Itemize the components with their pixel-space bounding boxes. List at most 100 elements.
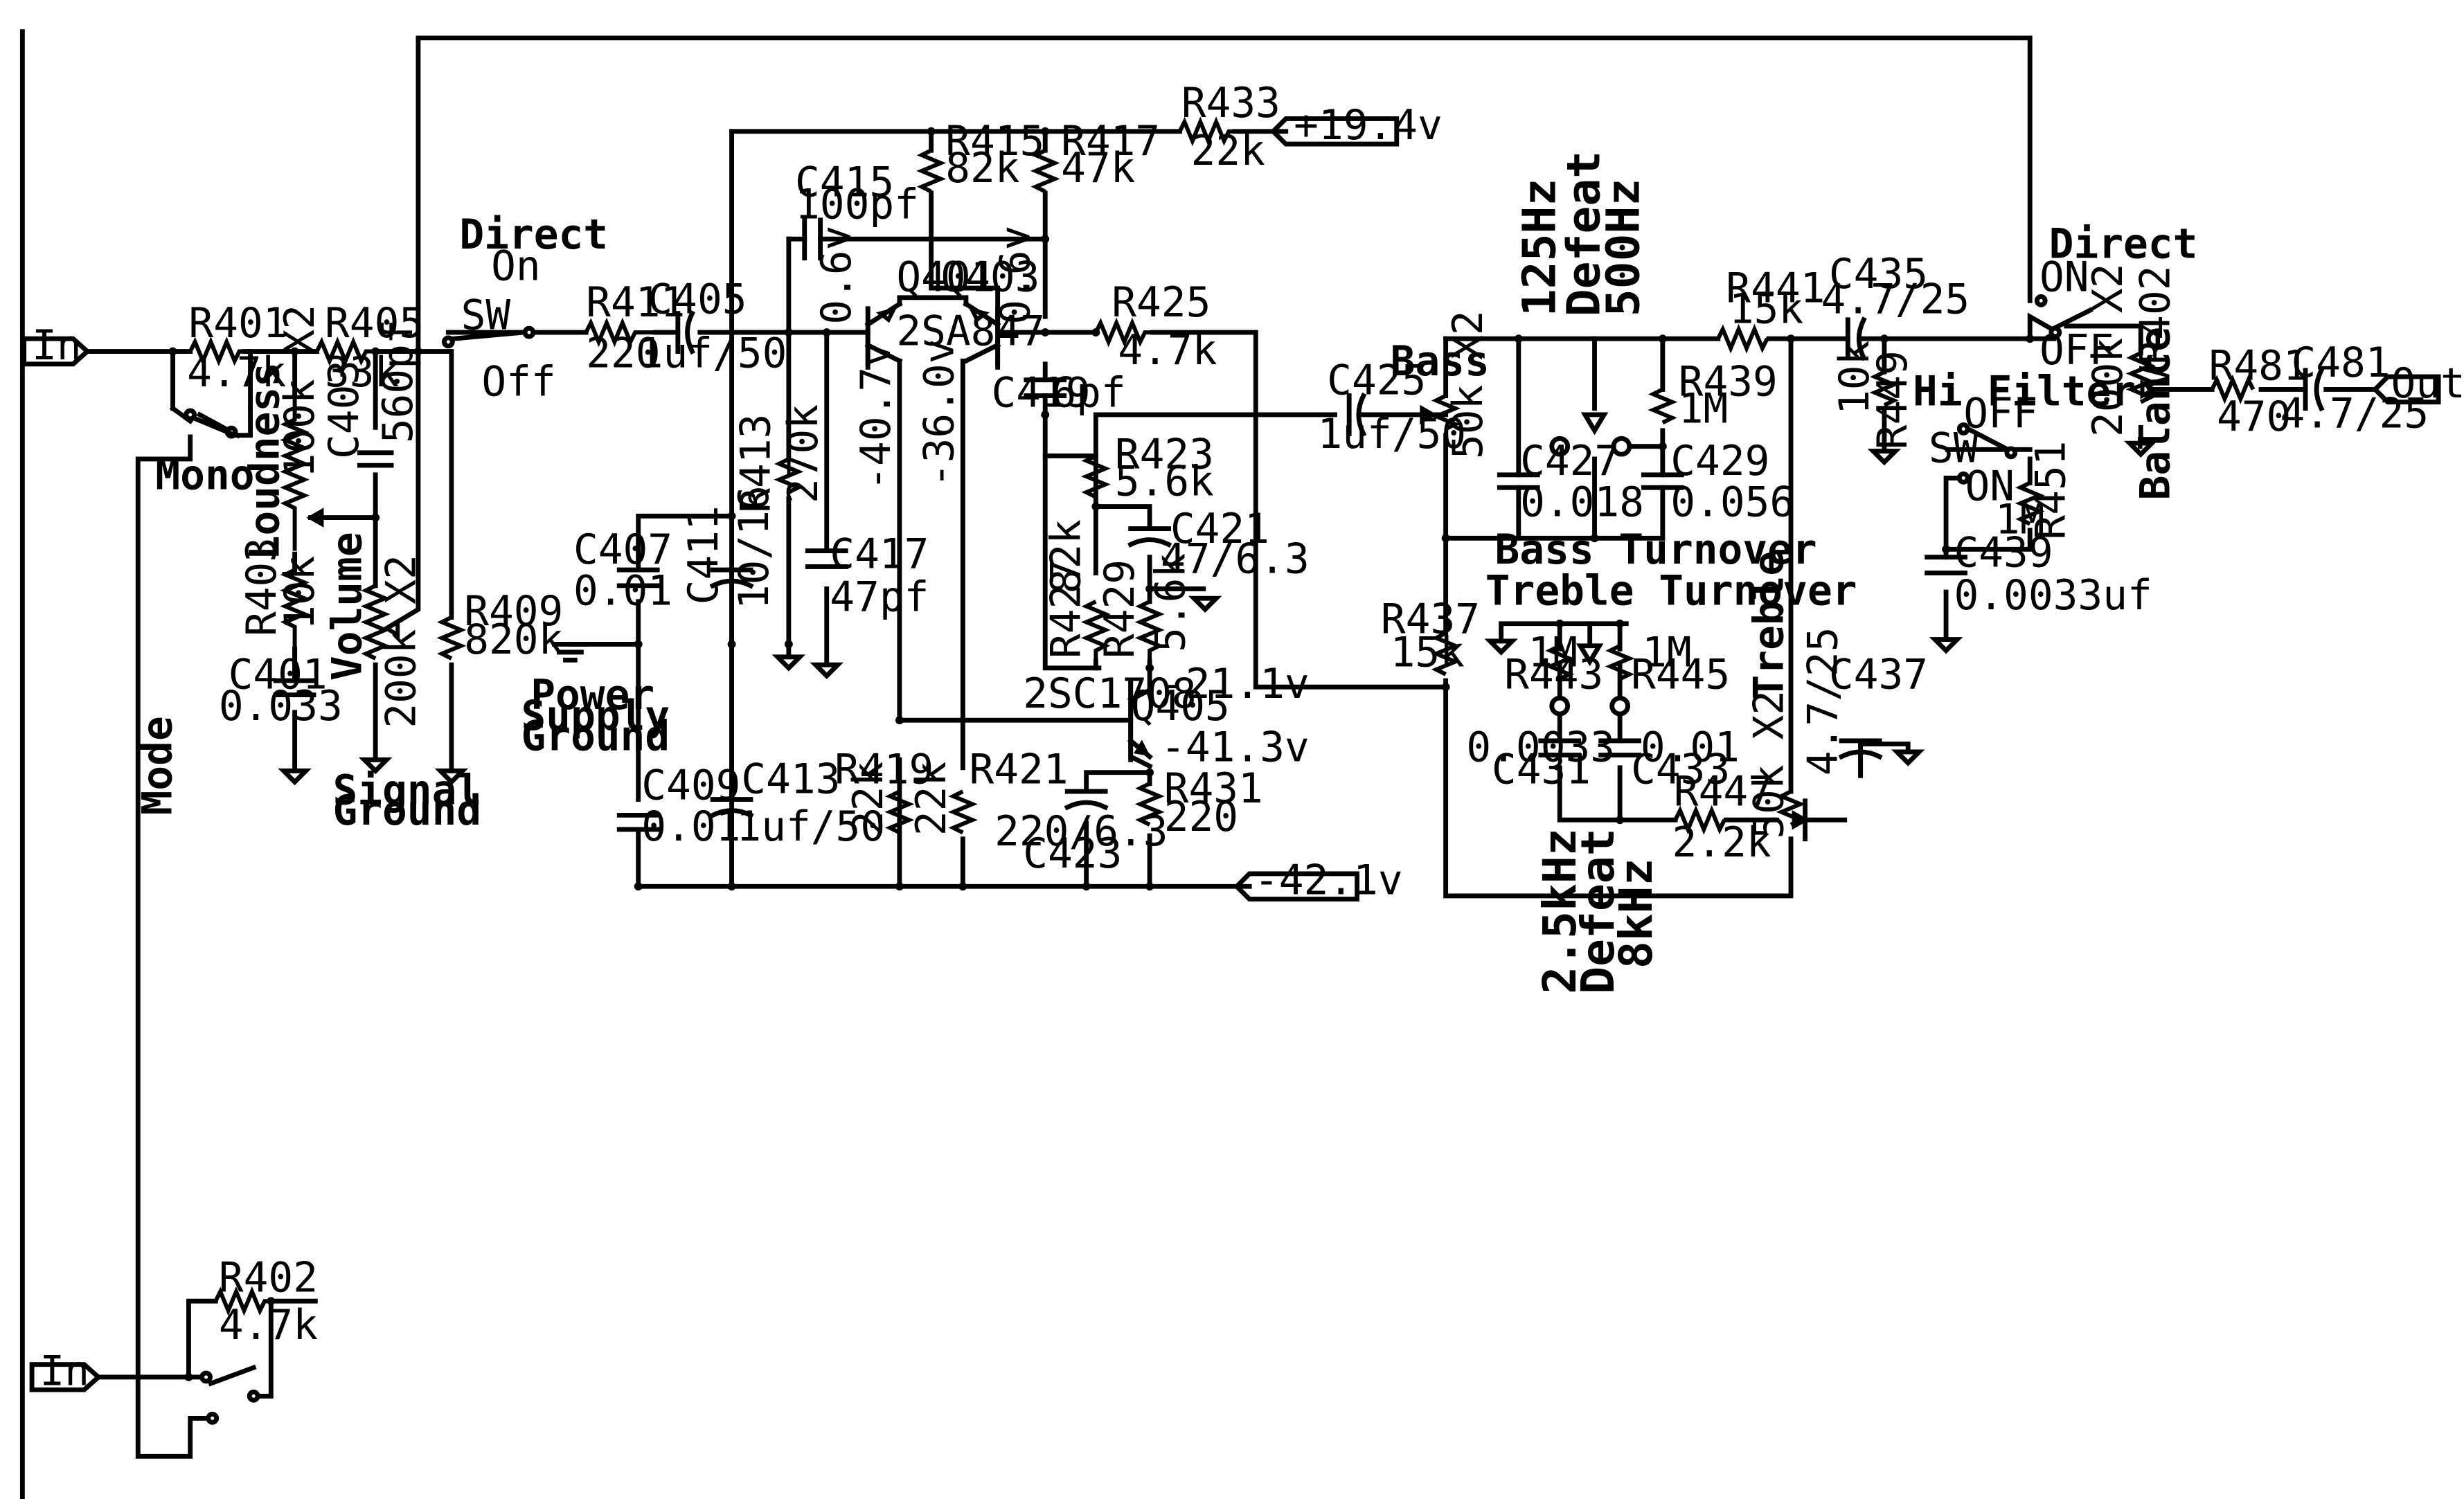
direct-switch-lever (450, 330, 526, 341)
r429-ref: R429 (1096, 559, 1144, 658)
r419-ref: R419 (834, 746, 934, 794)
voltage-q403-col: -36.0v (916, 339, 964, 487)
r437-val: 15k (1391, 629, 1465, 676)
port-vpos (1269, 116, 1400, 147)
c481-val: 4.7/25 (2280, 390, 2429, 438)
direct-left-off: Off (481, 359, 555, 406)
hi-filter-label: Hi Filter (1913, 368, 2136, 415)
r449-val: 10k (1831, 341, 1879, 415)
psu-ground-3: Ground (521, 713, 670, 761)
pot-loudness (280, 395, 310, 551)
resistor-r401 (188, 336, 244, 366)
c405-val: 1uf/50 (639, 330, 787, 377)
c405-ref: C405 (648, 276, 747, 324)
r409-ref: R409 (464, 588, 563, 636)
r443-ref: R443 (1504, 651, 1603, 699)
c403-val: 560pf (375, 319, 422, 443)
r439-val: 1M (1679, 385, 1729, 433)
bass-sw-125hz: 125Hz (1512, 179, 1566, 317)
c425-ref: C425 (1327, 357, 1426, 404)
r449-ref: R449 (1869, 350, 1917, 449)
direct-right-on: ON (2039, 254, 2089, 302)
c421-val: 47/6.3 (1161, 536, 1310, 584)
port-shapes (21, 116, 2441, 1392)
port-in-a-label: In (32, 322, 82, 370)
c427-val: 0.018 (1520, 478, 1644, 526)
resistor-r427 (1080, 600, 1111, 662)
c435-ref: C435 (1829, 251, 1928, 298)
hifilter-lever (1965, 425, 2011, 453)
resistor-r417 (1030, 148, 1060, 194)
r423-ref: R423 (1115, 431, 1214, 479)
resistor-r409 (436, 615, 467, 661)
pot-loudness-val: 100k X2 (276, 305, 324, 478)
r401-val: 4.7k (187, 349, 286, 397)
resistor-r437 (1431, 631, 1461, 676)
c431-ref: C431 (1492, 746, 1591, 794)
q401-label: Q401 (896, 254, 995, 302)
treble-label: Treble (1746, 551, 1794, 700)
q403-label: Q403 (940, 254, 1039, 302)
r451-ref: R451 (2028, 440, 2075, 539)
voltage-q401-col: -40.7v (852, 342, 900, 491)
r445-val: 1M (1642, 629, 1692, 676)
resistor-r481 (2210, 374, 2256, 404)
r409-val: 820k (464, 616, 563, 664)
c411-val: 10/16 (731, 485, 778, 609)
r437-ref: R437 (1381, 595, 1480, 643)
r413-val: 270k (780, 404, 828, 503)
bass-sw-500hz: 500Hz (1596, 179, 1650, 317)
treble-defeat-switch (1575, 643, 1604, 667)
pot-bass (1431, 393, 1461, 431)
resistor-r429 (1134, 600, 1165, 662)
r441-ref: R441 (1726, 265, 1825, 313)
c407-val: 0.01 (573, 567, 672, 615)
r427-ref: R427 (1043, 559, 1091, 658)
c433-val: 0.01 (1641, 724, 1740, 772)
voltage-q405-base: -21.1v (1161, 661, 1310, 708)
q405-label: Q405 (1131, 683, 1230, 730)
port-vneg (1233, 871, 1360, 901)
r415-val: 82k (945, 145, 1019, 192)
port-in-b (29, 1362, 102, 1392)
direct-left-sw: SW (461, 292, 511, 340)
r415-ref: R415 (945, 118, 1044, 165)
resistor-symbols (188, 116, 2256, 1316)
resistor-r413 (774, 457, 804, 494)
resistor-r433 (1177, 116, 1234, 147)
r413-ref: R413 (732, 414, 780, 513)
r481-ref: R481 (2209, 343, 2308, 391)
resistor-r451 (2015, 481, 2045, 526)
resistor-r421 (947, 789, 978, 835)
c427-ref: C427 (1520, 438, 1619, 485)
c409-ref: C409 (641, 762, 740, 810)
resistor-r447 (1673, 805, 1726, 835)
r403-ref: R403 (238, 537, 286, 636)
pot-bass-val: 50k X2 (1445, 310, 1492, 459)
c481-ref: C481 (2291, 339, 2390, 387)
r443-val: 1M (1528, 629, 1578, 676)
hi-filter-sw: SW (1929, 425, 1979, 473)
c419-val: 6pf (1051, 370, 1125, 418)
resistor-r402 (213, 1286, 276, 1316)
mono-label: Mono (155, 451, 254, 499)
c401-val: 0.033 (219, 683, 343, 730)
direct-right-lever (2048, 307, 2093, 333)
resistor-r443 (1544, 644, 1575, 681)
r423-val: 5.6k (1115, 458, 1214, 506)
port-vpos-label: +19.4v (1294, 102, 1443, 150)
switch-contacts (184, 294, 2062, 1425)
direct-right-label: Direct (2049, 221, 2198, 269)
bass-turnover-label: Bass Turnover (1495, 526, 1817, 574)
direct-left-on: On (491, 243, 541, 291)
c415-val: 100pf (795, 181, 919, 228)
r439-ref: R439 (1679, 359, 1778, 406)
ground-symbols (278, 440, 2158, 786)
c431-val: 0.0033 (1466, 724, 1615, 772)
c435-val: 4.7/25 (1821, 276, 1970, 324)
r433-val: 22k (1191, 127, 1265, 175)
resistor-r445 (1605, 644, 1635, 681)
pot-balance-val: 200k X2 (2084, 263, 2132, 436)
r421-val: 22k (908, 762, 956, 836)
